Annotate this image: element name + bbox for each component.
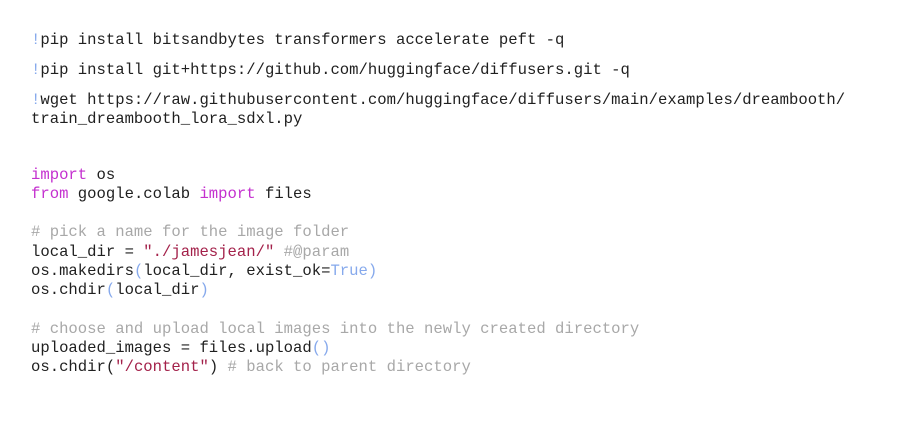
code-line: train_dreambooth_lora_sdxl.py — [31, 110, 302, 129]
code-line: !wget https://raw.githubusercontent.com/… — [31, 91, 845, 110]
code-token: os.chdir( — [31, 358, 116, 376]
code-line: # pick a name for the image folder — [31, 223, 349, 242]
code-token: ( — [105, 281, 116, 299]
code-token: ( — [133, 262, 144, 280]
string-token: "./jamesjean/" — [143, 243, 275, 261]
string-token: "/content" — [115, 358, 209, 376]
keyword-token: import — [199, 185, 256, 203]
code-token: uploaded_images = files.upload — [31, 339, 312, 357]
comment-token: # back to parent directory — [218, 358, 471, 376]
code-line: os.chdir("/content") # back to parent di… — [31, 358, 471, 377]
code-token: train_dreambooth_lora_sdxl.py — [31, 110, 303, 128]
code-token: ! — [31, 61, 41, 79]
code-line: # choose and upload local images into th… — [31, 320, 639, 339]
comment-token: # choose and upload local images into th… — [31, 320, 640, 338]
code-token: ) — [208, 358, 219, 376]
code-token: google.colab — [68, 185, 200, 203]
code-line: os.makedirs(local_dir, exist_ok=True) — [31, 262, 377, 281]
code-token: local_dir = — [31, 243, 144, 261]
code-line: import os — [31, 166, 115, 185]
comment-token: # pick a name for the image folder — [31, 223, 350, 241]
code-token: os.makedirs — [31, 262, 134, 280]
comment-token: #@param — [274, 243, 350, 261]
code-token: pip install bitsandbytes transformers ac… — [40, 31, 565, 49]
code-token: local_dir — [115, 281, 200, 299]
code-token: ) — [199, 281, 209, 299]
code-line: uploaded_images = files.upload() — [31, 339, 330, 358]
keyword-token: import — [31, 166, 88, 184]
code-line: from google.colab import files — [31, 185, 312, 204]
code-token: local_dir, exist_ok= — [143, 262, 331, 280]
code-token: pip install git+https://github.com/huggi… — [40, 61, 630, 79]
code-line: !pip install bitsandbytes transformers a… — [31, 31, 564, 50]
code-token: os.chdir — [31, 281, 106, 299]
code-token: ! — [31, 91, 41, 109]
code-line: !pip install git+https://github.com/hugg… — [31, 61, 630, 80]
code-token: os — [87, 166, 116, 184]
code-token: () — [311, 339, 331, 357]
keyword-token: from — [31, 185, 69, 203]
code-token: files — [255, 185, 312, 203]
code-token: wget https://raw.githubusercontent.com/h… — [40, 91, 846, 109]
code-token: ! — [31, 31, 41, 49]
code-line: os.chdir(local_dir) — [31, 281, 209, 300]
code-token: True) — [330, 262, 378, 280]
code-line: local_dir = "./jamesjean/" #@param — [31, 243, 349, 262]
